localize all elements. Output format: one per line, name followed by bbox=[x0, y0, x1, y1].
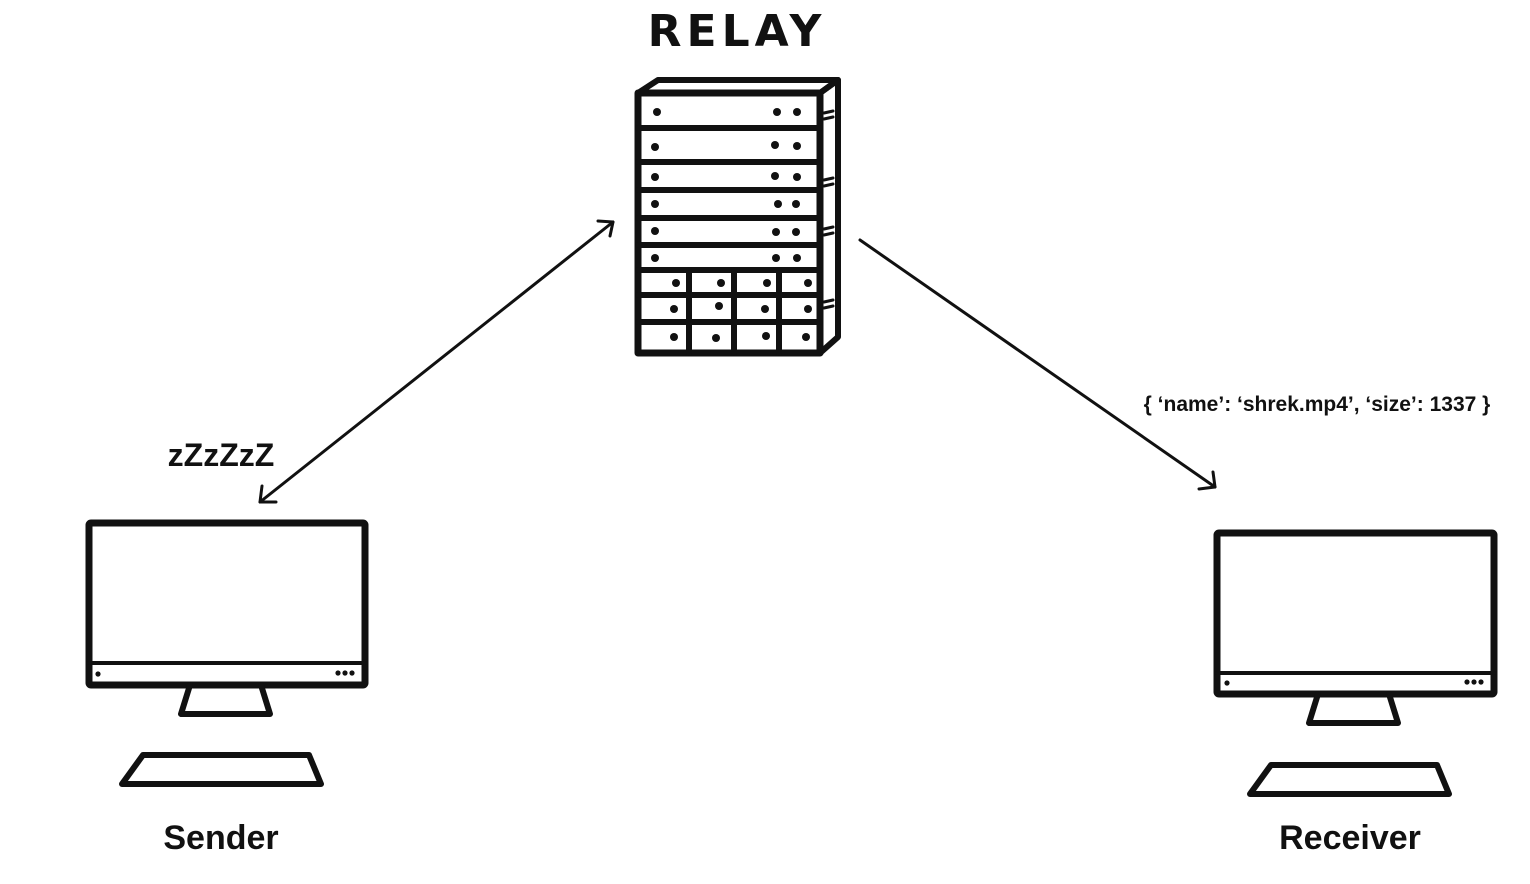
relay-title: RELAY bbox=[648, 6, 827, 57]
relay-server-icon bbox=[634, 77, 841, 357]
sender-label: Sender bbox=[163, 819, 278, 857]
relay-receiver-connection bbox=[858, 238, 1217, 491]
sender-status-text: zZzZzZ bbox=[168, 437, 275, 473]
relay-sender-connection bbox=[258, 219, 615, 504]
sender-computer-icon bbox=[85, 519, 369, 787]
receiver-computer-icon bbox=[1213, 529, 1498, 797]
receiver-label: Receiver bbox=[1279, 819, 1421, 857]
message-payload-text: { ‘name’: ‘shrek.mp4’, ‘size’: 1337 } bbox=[1144, 393, 1491, 416]
